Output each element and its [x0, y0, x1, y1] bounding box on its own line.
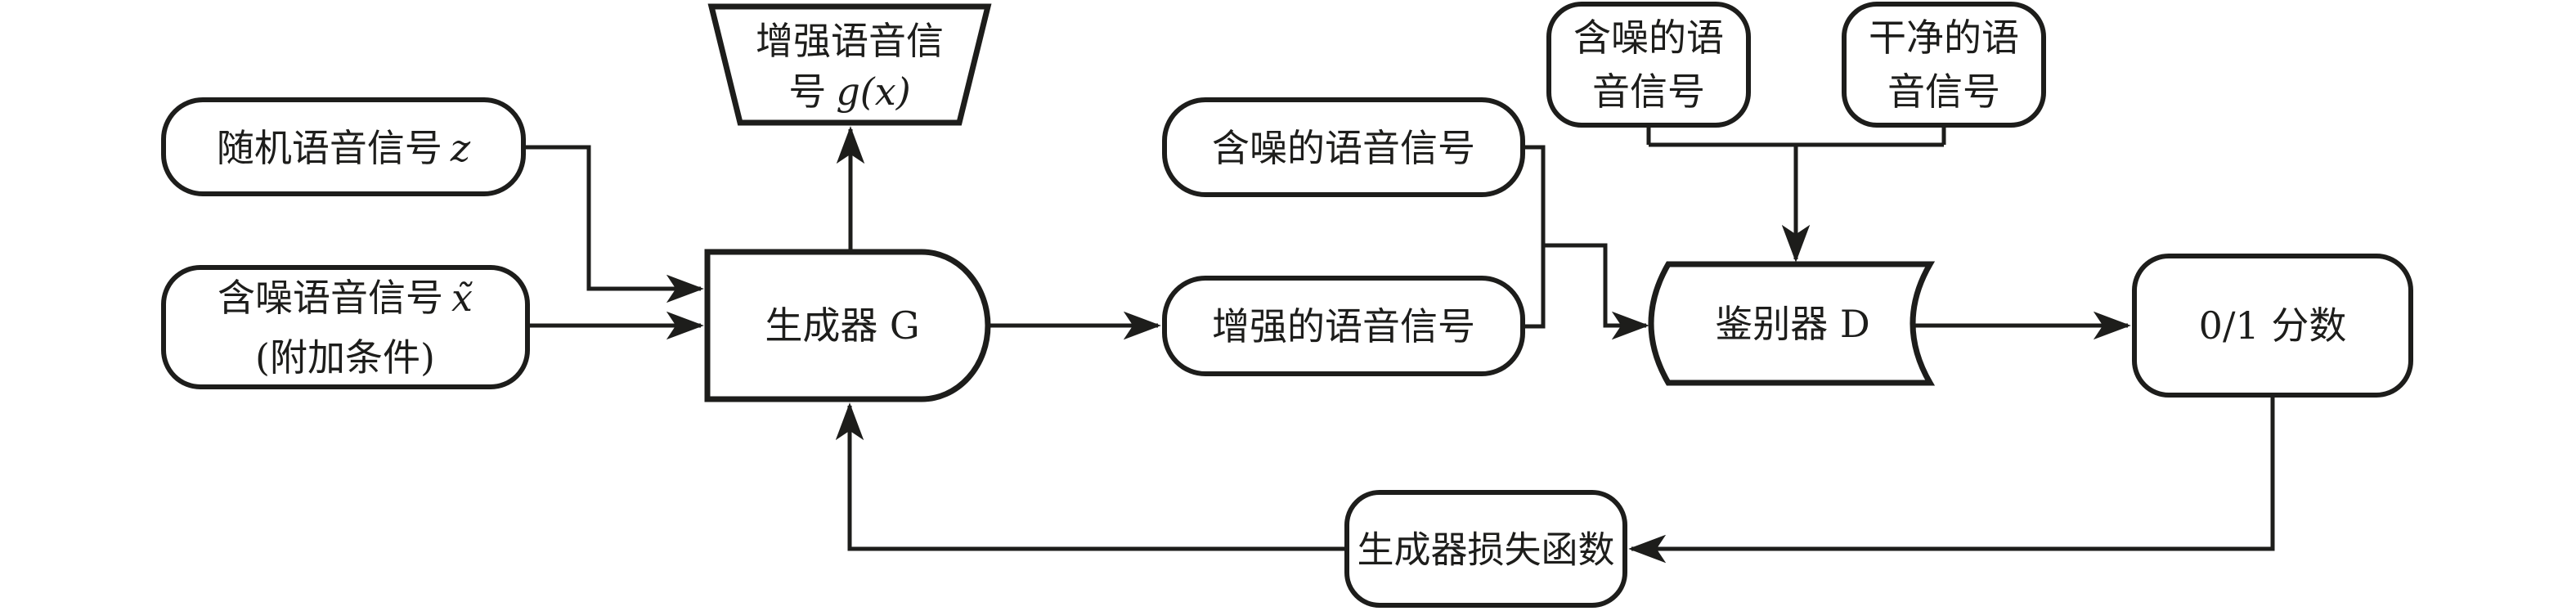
node-score: 0/1 分数 [2132, 254, 2413, 398]
enhanced-speech-shape [1162, 276, 1525, 376]
random-signal-shape [161, 97, 526, 196]
enhanced-output-trapezoid [707, 3, 992, 126]
clean-speech-ref-shape [1842, 2, 2046, 128]
score-shape [2132, 254, 2413, 398]
node-generator-loss: 生成器损失函数 [1344, 490, 1627, 608]
edge-bracket-to-discriminator [1543, 243, 1649, 340]
noisy-signal-input-shape [161, 265, 530, 389]
node-noisy-speech-ref: 含噪的语 音信号 [1546, 2, 1751, 128]
noisy-signal-input-label-line2: (附加条件) [255, 335, 435, 380]
node-noisy-speech: 含噪的语音信号 [1162, 97, 1525, 197]
generator-label: 生成器 G [765, 303, 919, 348]
clean-speech-ref-label-line1: 干净的语 [1869, 16, 2019, 60]
noisy-speech-ref-label-line1: 含噪的语 [1573, 16, 1724, 60]
discriminator-label: 鉴别器 D [1715, 302, 1870, 346]
generator-loss-shape [1344, 490, 1627, 608]
noisy-speech-shape [1162, 97, 1525, 197]
clean-speech-ref-label-line2: 音信号 [1887, 70, 2000, 114]
score-label: 0/1 分数 [2199, 303, 2347, 348]
generator-d-shape [704, 249, 991, 402]
edge-score-to-generator-loss [1628, 395, 2275, 564]
node-clean-speech-ref: 干净的语 音信号 [1842, 2, 2046, 128]
noisy-speech-ref-label-line2: 音信号 [1592, 70, 1705, 114]
enhanced-output-label-line1: 增强语音信 [756, 19, 944, 63]
discriminator-stored-data-shape [1648, 261, 1936, 386]
generator-loss-label: 生成器损失函数 [1357, 528, 1614, 572]
enhanced-speech-label: 增强的语音信号 [1212, 304, 1475, 348]
noisy-speech-label: 含噪的语音信号 [1212, 126, 1475, 170]
edge-bracket-noisy-enhanced [1523, 145, 1546, 329]
node-enhanced-speech: 增强的语音信号 [1162, 276, 1525, 376]
noisy-speech-ref-shape [1546, 2, 1751, 128]
node-discriminator: 鉴别器 D [1648, 261, 1936, 386]
edge-generator-loss-to-generator [835, 402, 1347, 551]
node-generator: 生成器 G [704, 249, 991, 402]
edge-random-signal-to-generator [523, 145, 704, 303]
